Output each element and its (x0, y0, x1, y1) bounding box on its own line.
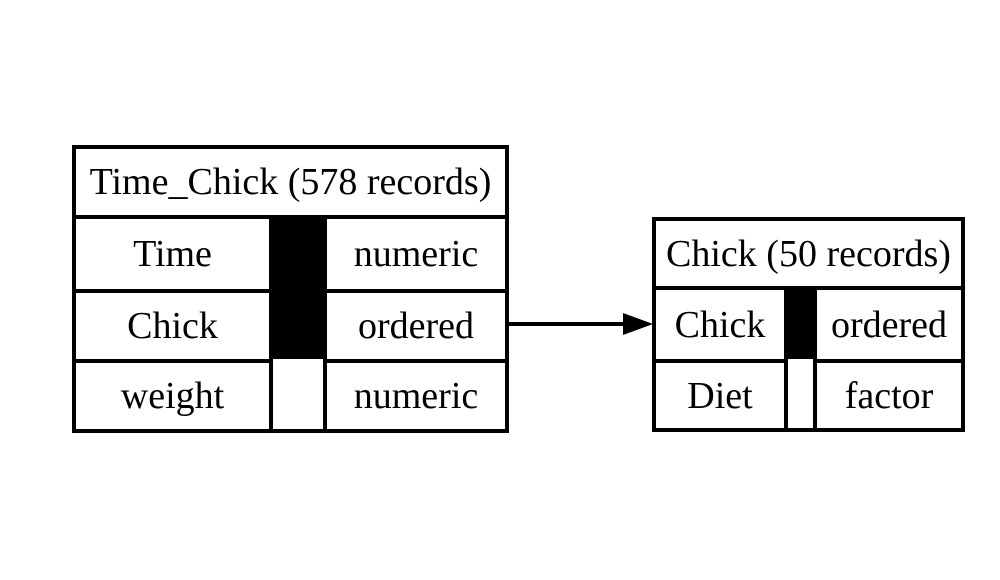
column-type-cell: numeric (327, 359, 505, 429)
relation-arrowhead-icon (623, 313, 653, 335)
table-title: Time_Chick (578 records) (76, 149, 505, 219)
column-type-cell: factor (817, 359, 961, 428)
table-node-time-chick: Time_Chick (578 records) Time numeric Ch… (72, 145, 509, 433)
table-node-chick: Chick (50 records) Chick ordered Diet fa… (652, 217, 965, 432)
relation-arrow-line (509, 322, 625, 326)
column-name-cell: Time (76, 219, 269, 289)
column-type-cell: ordered (817, 290, 961, 359)
key-indicator-empty (784, 359, 817, 428)
column-name-cell: Diet (656, 359, 784, 428)
column-name-cell: Chick (76, 289, 269, 359)
key-indicator-empty (269, 359, 327, 429)
column-type-cell: ordered (327, 289, 505, 359)
column-name-cell: weight (76, 359, 269, 429)
primary-key-indicator (784, 290, 817, 359)
primary-key-indicator (269, 289, 327, 359)
table-title: Chick (50 records) (656, 221, 961, 290)
column-type-cell: numeric (327, 219, 505, 289)
primary-key-indicator (269, 219, 327, 289)
column-name-cell: Chick (656, 290, 784, 359)
